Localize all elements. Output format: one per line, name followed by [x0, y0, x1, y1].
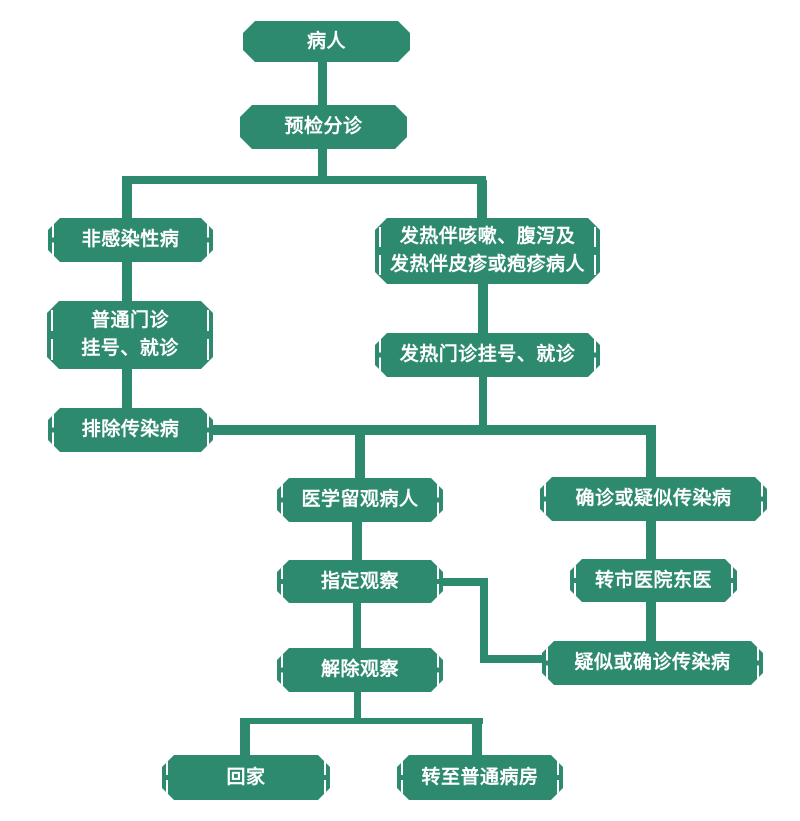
node-release-observation: 解除观察 [277, 648, 443, 692]
node-label: 病人 [306, 30, 346, 52]
node-medical-observation: 医学留观病人 [277, 478, 443, 522]
node-label: 发热伴咳嗽、腹泻及 发热伴皮疹或疱疹病人 [389, 226, 585, 275]
connector-trunk-confirmed [646, 430, 656, 479]
connector-generalclinic-exclude [122, 366, 132, 412]
node-slit-left [281, 654, 283, 687]
node-label: 解除观察 [320, 659, 399, 680]
connector-noninfectious-generalclinic [122, 258, 132, 304]
node-slit-left [379, 227, 381, 276]
node-slit-left [51, 310, 53, 360]
connector-bottom-bar [240, 718, 483, 724]
node-fever-patients: 发热伴咳嗽、腹泻及 发热伴皮疹或疱疹病人 [375, 218, 600, 284]
node-label: 转至普通病房 [421, 766, 539, 788]
node-slit-right [594, 339, 596, 372]
node-slit-left [281, 484, 283, 517]
node-label: 医学留观病人 [301, 489, 419, 510]
node-exclude-infectious: 排除传染病 [48, 408, 213, 452]
connector-patient-triage [318, 58, 327, 109]
node-slit-right [207, 414, 209, 447]
node-general-ward: 转至普通病房 [397, 755, 563, 800]
node-go-home: 回家 [162, 755, 330, 800]
connector-designated-elbow-h1 [440, 578, 488, 586]
node-label: 转市医院东医 [594, 569, 712, 591]
node-label: 非感染性病 [81, 229, 180, 250]
node-slit-right [557, 761, 559, 794]
node-slit-right [437, 566, 439, 598]
node-slit-left [574, 565, 576, 597]
node-slit-left [546, 647, 548, 680]
connector-bar-home [240, 721, 250, 759]
connector-transfer-suspected [646, 600, 656, 643]
connector-split-feverpatients [477, 180, 487, 222]
node-label: 排除传染病 [81, 419, 180, 440]
node-slit-left [166, 761, 168, 794]
node-slit-left [379, 339, 381, 372]
node-transfer-city-hospital: 转市医院东医 [570, 559, 737, 602]
node-label: 回家 [226, 766, 266, 788]
connector-triage-split [318, 145, 327, 180]
node-confirmed-or-suspected: 确诊或疑似传染病 [540, 477, 767, 521]
node-triage: 预检分诊 [240, 105, 407, 149]
node-slit-right [757, 647, 759, 680]
connector-observation-designated [352, 520, 362, 562]
node-label: 指定观察 [320, 570, 399, 592]
node-fever-clinic: 发热门诊挂号、就诊 [375, 333, 600, 377]
connector-confirmed-transfer [646, 519, 656, 561]
node-slit-right [594, 227, 596, 276]
node-slit-left [52, 224, 54, 257]
connector-feverclinic-trunk [479, 373, 487, 429]
connector-release-bar [354, 690, 361, 722]
node-designated-observation: 指定观察 [277, 560, 443, 603]
node-label: 预检分诊 [284, 116, 363, 137]
node-slit-right [324, 761, 326, 794]
node-label: 疑似或确诊传染病 [574, 652, 731, 673]
node-label: 发热门诊挂号、就诊 [399, 344, 576, 365]
node-general-clinic: 普通门诊 挂号、就诊 [47, 301, 213, 369]
node-suspected-or-confirmed: 疑似或确诊传染病 [542, 641, 763, 685]
node-slit-right [761, 483, 763, 516]
node-slit-right [437, 484, 439, 517]
node-slit-left [52, 414, 54, 447]
connector-trunk-observation [355, 430, 365, 480]
connector-bar-ward [472, 721, 482, 759]
node-slit-right [207, 224, 209, 257]
node-label: 普通门诊 挂号、就诊 [81, 310, 179, 359]
node-slit-left [401, 761, 403, 794]
connector-designated-release [353, 601, 361, 650]
node-slit-left [544, 483, 546, 516]
node-slit-left [281, 566, 283, 598]
connector-split-noninfectious [122, 180, 132, 222]
node-patient: 病人 [243, 21, 410, 62]
connector-feverpatients-feverclinic [478, 280, 488, 337]
node-slit-right [437, 654, 439, 687]
connector-trunk-bar [213, 425, 656, 435]
connector-designated-elbow-h2 [480, 655, 546, 663]
node-slit-right [207, 310, 209, 360]
node-non-infectious: 非感染性病 [48, 218, 213, 262]
connector-split-bar [122, 176, 486, 184]
connector-designated-elbow-v [480, 578, 488, 663]
node-label: 确诊或疑似传染病 [575, 488, 732, 509]
node-slit-right [731, 565, 733, 597]
